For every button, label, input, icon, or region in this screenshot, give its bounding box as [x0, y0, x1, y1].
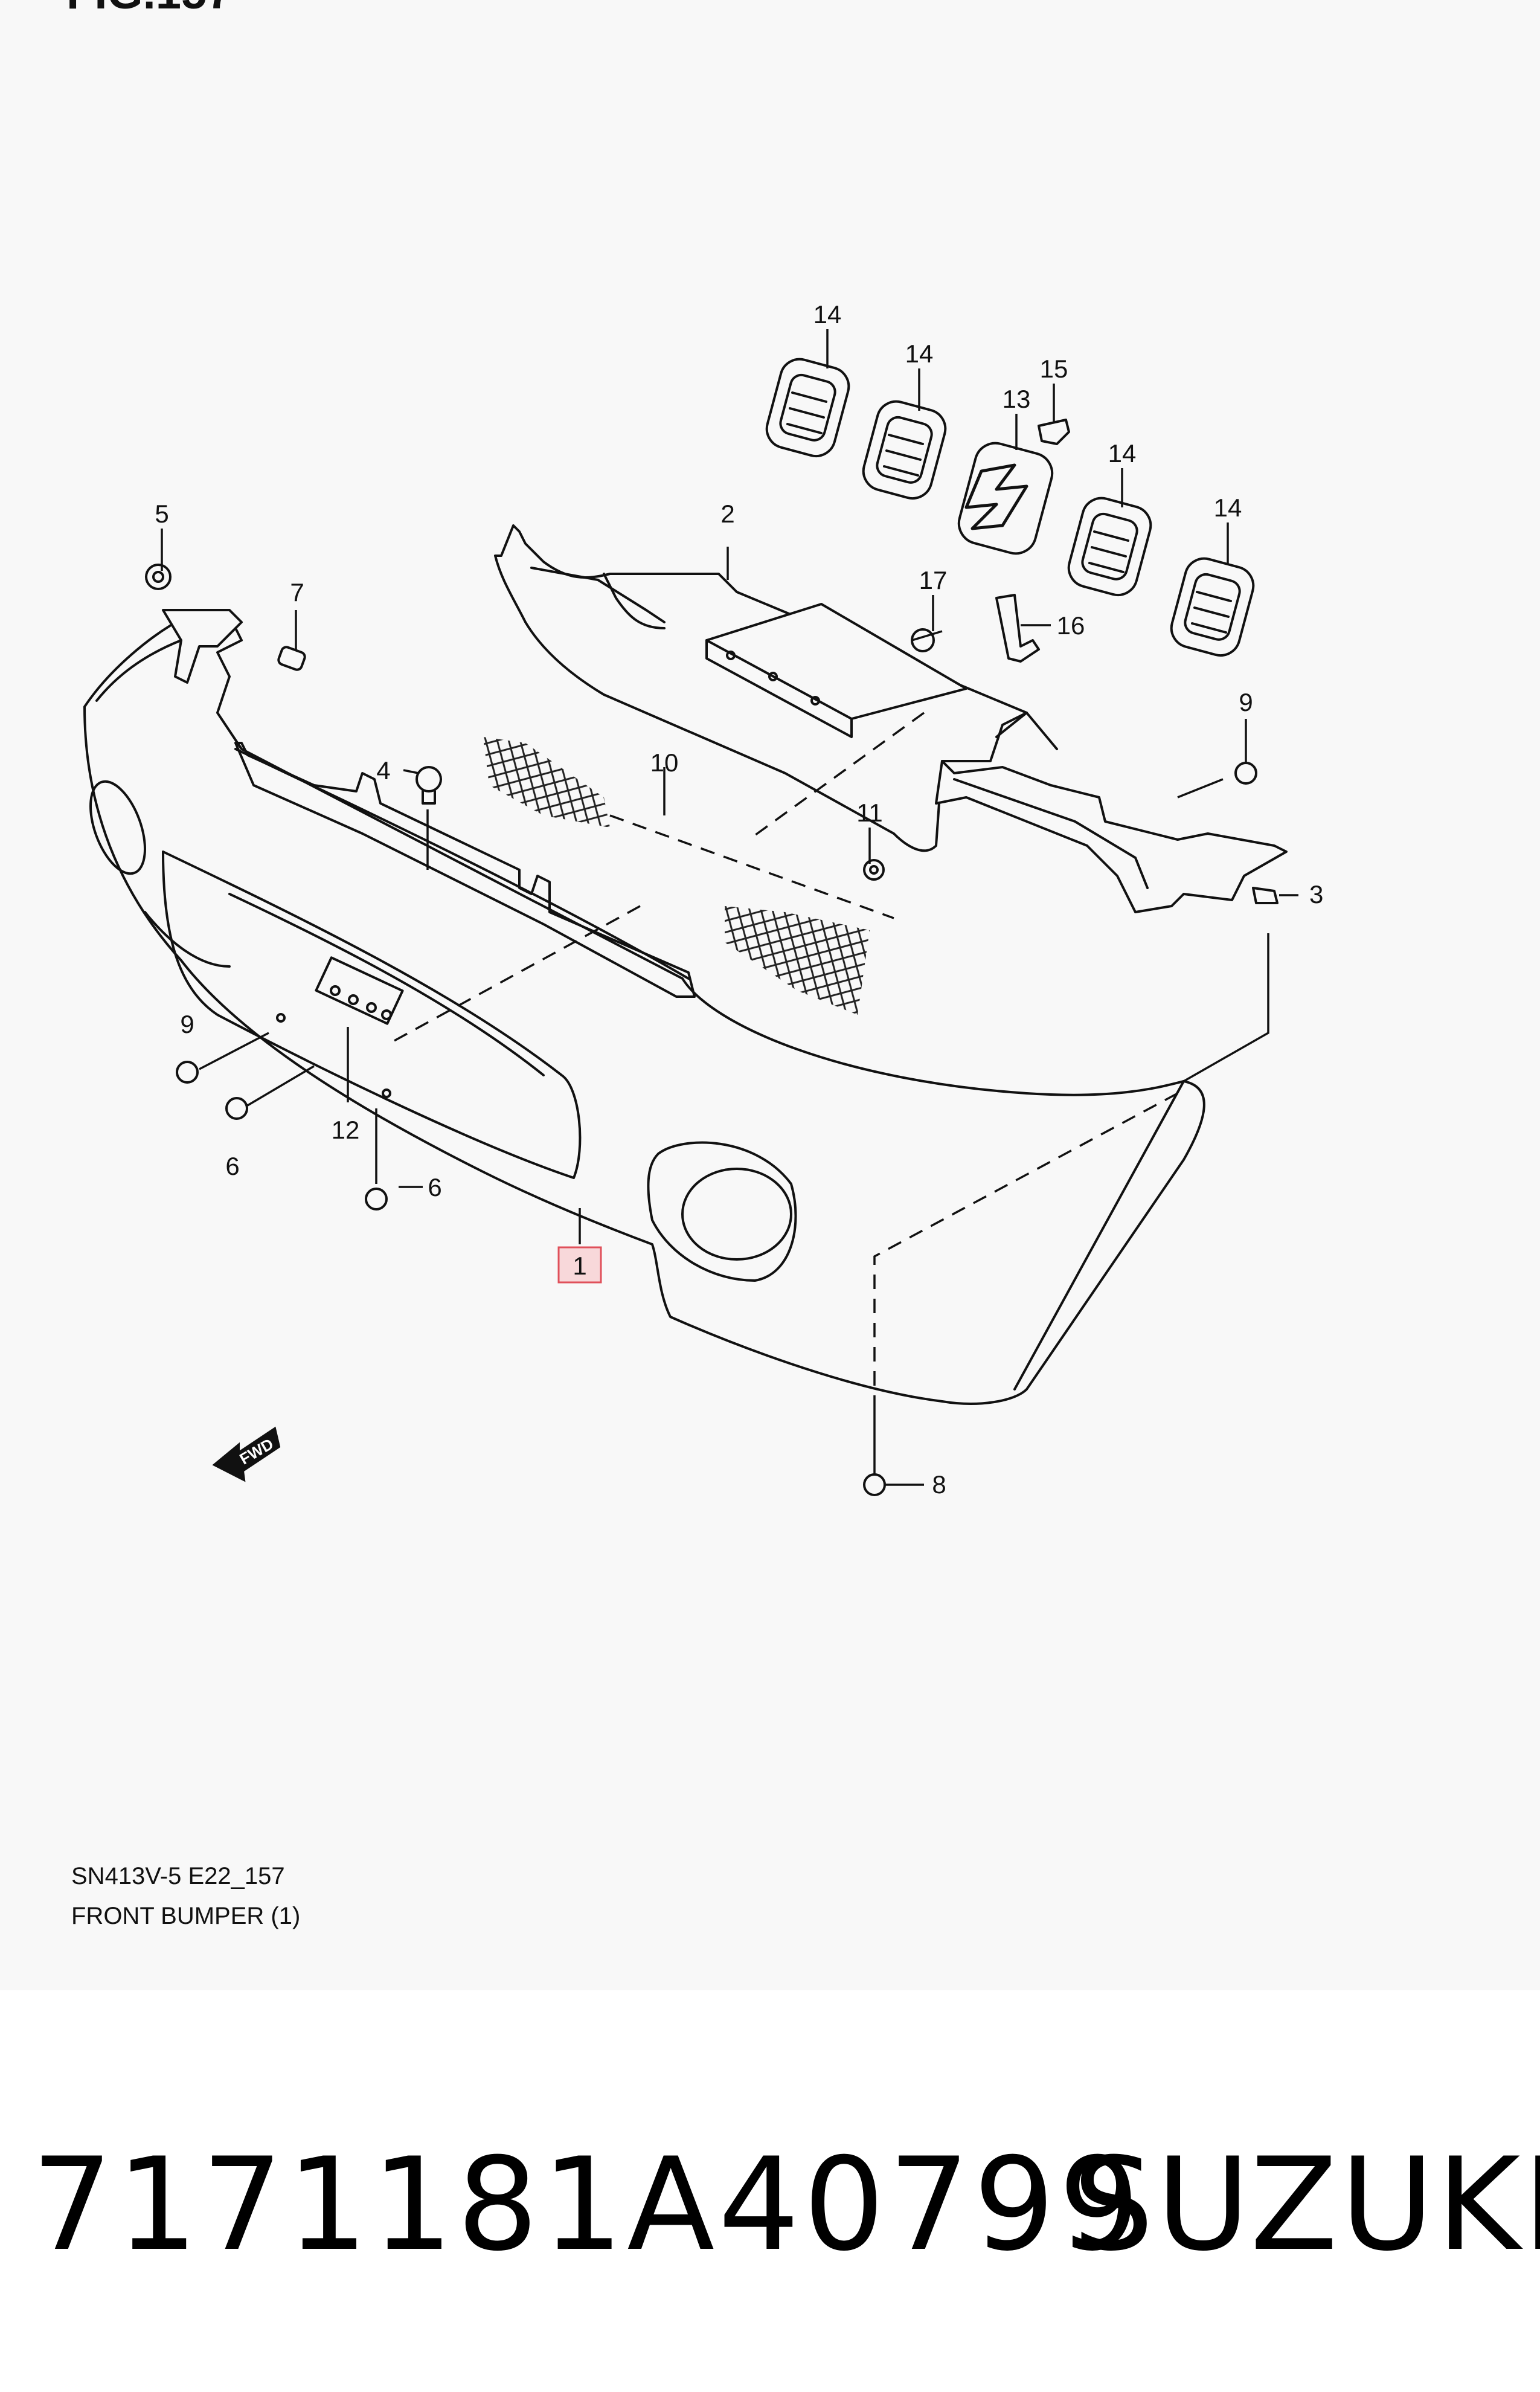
- callout-15[interactable]: 15: [1040, 355, 1068, 383]
- callout-9-left[interactable]: 9: [180, 1010, 194, 1038]
- grille-insert-2: [862, 400, 947, 500]
- bolt-6-left: [225, 1097, 248, 1120]
- part-number: 7171181A40799: [31, 2130, 1144, 2279]
- figure-name: FRONT BUMPER (1): [71, 1903, 301, 1929]
- callout-6-left[interactable]: 6: [225, 1152, 239, 1180]
- callout-9-right[interactable]: 9: [1239, 688, 1253, 716]
- emblem-grille: [957, 442, 1054, 555]
- callout-8[interactable]: 8: [932, 1470, 946, 1499]
- callout-2[interactable]: 2: [720, 500, 734, 528]
- callout-1[interactable]: 1: [573, 1252, 586, 1280]
- bumper-cover: [83, 615, 1205, 1405]
- callout-14-c[interactable]: 14: [1108, 439, 1137, 468]
- bumper-upper-flange: [234, 742, 696, 998]
- callout-10[interactable]: 10: [650, 748, 679, 777]
- leader-lines: [161, 329, 1298, 1486]
- upper-member: [494, 524, 1288, 913]
- part-1-highlight[interactable]: [557, 1246, 602, 1284]
- callout-11[interactable]: 11: [856, 799, 883, 827]
- bolt-6-center: [365, 1188, 388, 1210]
- bolt-7: [277, 646, 306, 671]
- grille-insert-3: [1067, 497, 1152, 597]
- footer-banner: 7171181A40799 SUZUKI: [0, 2138, 1540, 2271]
- callout-3[interactable]: 3: [1309, 880, 1323, 908]
- callout-16[interactable]: 16: [1057, 611, 1085, 640]
- callout-12[interactable]: 12: [332, 1116, 360, 1144]
- grille-insert-4: [1170, 557, 1255, 657]
- exploded-parts-diagram: FIG.157: [66, 0, 1323, 1499]
- clip-15: [1038, 419, 1070, 445]
- callout-13[interactable]: 13: [1003, 385, 1031, 413]
- mesh-lower: [725, 906, 870, 1015]
- side-bracket-left: [162, 609, 243, 684]
- brand-name: SUZUKI: [1073, 2130, 1540, 2279]
- bracket-16: [995, 594, 1040, 663]
- clip-4: [415, 766, 442, 805]
- callout-17[interactable]: 17: [919, 566, 948, 594]
- fwd-direction-arrow-icon: FWD: [212, 1426, 281, 1482]
- screw-9-right: [1234, 762, 1257, 785]
- clip-3: [1252, 887, 1279, 904]
- callout-labels: 1 2 3 4 5 6 6 7 8 9 9 10 11 12 13 14 14 …: [155, 300, 1323, 1499]
- callout-6-center[interactable]: 6: [428, 1173, 441, 1201]
- mesh-upper: [483, 737, 610, 828]
- callout-14-a[interactable]: 14: [813, 300, 842, 329]
- callout-14-d[interactable]: 14: [1214, 494, 1242, 522]
- nut-11: [863, 859, 885, 881]
- callout-5[interactable]: 5: [155, 500, 168, 528]
- callout-4[interactable]: 4: [376, 756, 390, 785]
- screw-8: [863, 1473, 886, 1496]
- bolt-5: [145, 564, 172, 590]
- callout-14-b[interactable]: 14: [905, 339, 934, 368]
- screw-9-left: [176, 1061, 199, 1084]
- callout-7[interactable]: 7: [290, 578, 304, 606]
- grille-insert-1: [765, 358, 850, 458]
- assembly-lines: [386, 712, 1178, 1401]
- figure-code: SN413V-5 E22_157: [71, 1863, 285, 1889]
- figure-title: FIG.157: [66, 0, 233, 19]
